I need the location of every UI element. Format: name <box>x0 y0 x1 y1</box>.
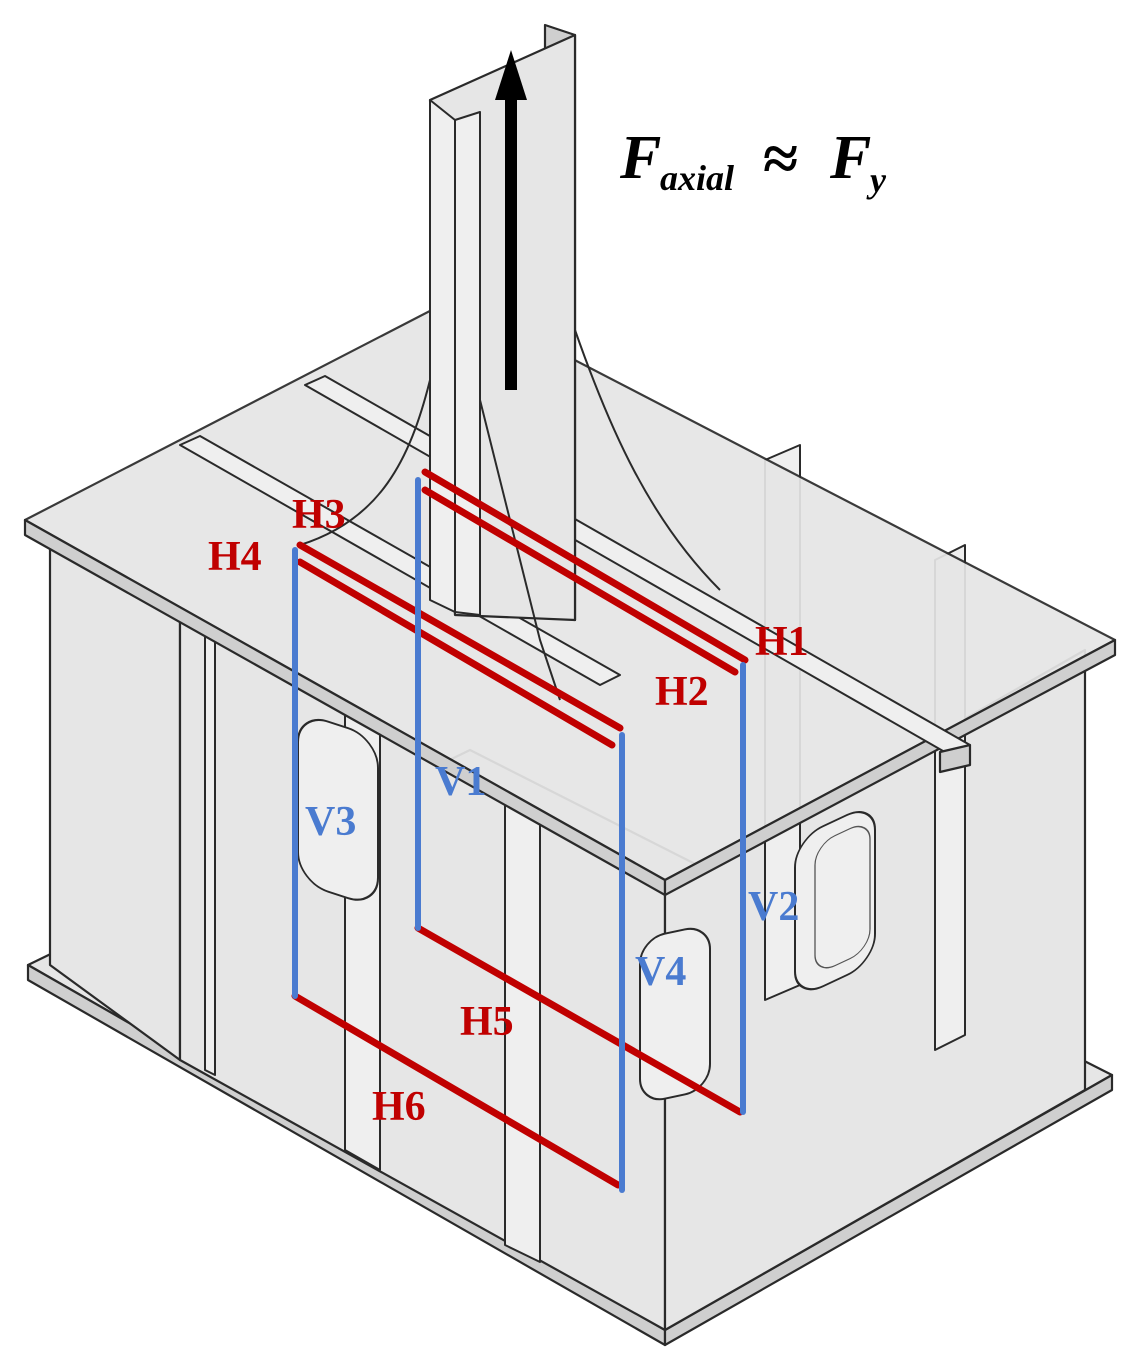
label-v1: V1 <box>435 759 486 805</box>
horizontal-section-lines <box>291 468 749 1189</box>
label-h1: H1 <box>755 619 809 665</box>
label-h5: H5 <box>460 999 514 1045</box>
label-h3: H3 <box>292 492 346 538</box>
force-formula: F axial ≈ F y <box>619 123 887 200</box>
line-h1 <box>421 468 749 664</box>
arrow-up-icon <box>495 50 527 390</box>
column-section <box>299 23 721 701</box>
label-h4: H4 <box>208 534 262 580</box>
label-v4: V4 <box>635 949 686 995</box>
line-h2 <box>421 486 739 676</box>
formula-f-main: F <box>619 124 661 192</box>
formula-f-rhs: F <box>829 124 871 192</box>
vertical-section-lines <box>292 477 746 1193</box>
line-h5 <box>414 924 744 1116</box>
formula-sub-axial: axial <box>660 158 734 198</box>
box-webs <box>48 444 1087 1332</box>
formula-approx: ≈ <box>762 123 797 194</box>
label-h2: H2 <box>655 669 709 715</box>
line-labels: H1 H2 H3 H4 H5 H6 V1 V2 V3 V4 <box>208 492 809 1130</box>
line-h4 <box>296 558 616 749</box>
label-h6: H6 <box>372 1084 426 1130</box>
formula-sub-y: y <box>866 160 887 200</box>
label-v3: V3 <box>305 799 356 845</box>
line-h3 <box>296 541 624 732</box>
label-v2: V2 <box>748 884 799 930</box>
line-h6 <box>291 992 622 1189</box>
